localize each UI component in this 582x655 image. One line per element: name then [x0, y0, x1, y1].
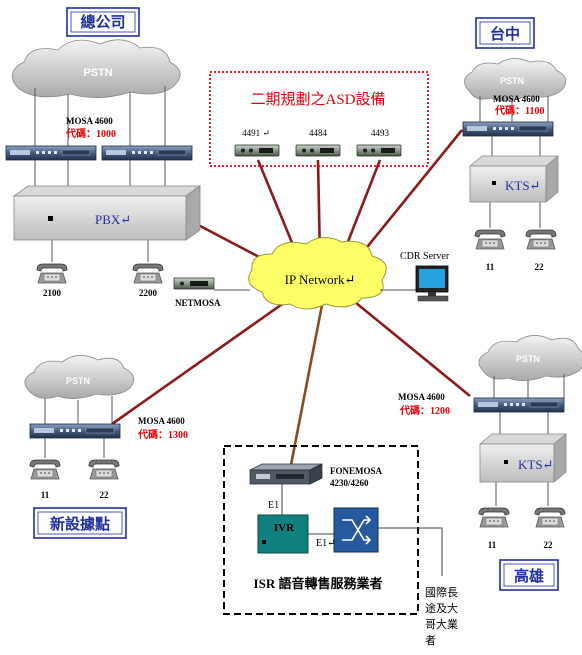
ivr-box: [257, 514, 309, 554]
site-new: PSTN MOSA 4600 代碼：1300 11 22 新設據點: [24, 355, 188, 539]
new-site-ext-1: 11: [41, 490, 50, 500]
link-taichung: [353, 129, 464, 263]
kaohsiung-code-label: 代碼：1200: [399, 404, 450, 417]
kaohsiung-kts-label: KTS↵: [518, 457, 553, 472]
e1-label-ivr: E1↵: [316, 538, 336, 549]
carrier-label-line-2: 途及大: [425, 601, 458, 615]
netmosa: NETMOSA: [173, 277, 250, 308]
taichung-phone-1: [474, 229, 506, 250]
link-kaohsiung: [349, 296, 471, 398]
isr-title: ISR 語音轉售服務業者: [254, 576, 383, 591]
asd-device-4493: [356, 144, 402, 157]
hq-ext-2: 2200: [139, 288, 158, 298]
taichung-pstn-label: PSTN: [500, 76, 524, 86]
asd-unit-3-label: 4493: [371, 128, 390, 138]
carrier-label-line-4: 者: [425, 634, 436, 647]
e1-label-fonemosa: E1: [268, 500, 279, 511]
ip-network-label: IP Network↵: [285, 272, 356, 287]
hq-mosa-label: MOSA 4600: [66, 116, 113, 126]
asd-device-4484: [295, 144, 341, 157]
kaohsiung-pstn-label: PSTN: [516, 354, 540, 364]
new-site-mosa: [29, 423, 121, 439]
taichung-pstn-cloud: PSTN: [464, 58, 567, 101]
kaohsiung-phone-2: [534, 507, 566, 528]
carrier-label: 國際長 途及大 哥大業 者: [425, 586, 458, 647]
hq-mosa-left: [5, 145, 97, 161]
link-isr: [288, 304, 324, 471]
ip-network-cloud: IP Network↵: [248, 237, 387, 310]
fonemosa-label: FONEMOSA: [330, 466, 383, 476]
link-new-site: [111, 298, 289, 426]
hq-code-label: 代碼：1000: [65, 127, 116, 140]
new-site-phone-2: [88, 459, 120, 480]
fonemosa-device: [249, 463, 323, 485]
hq-pstn-cloud: PSTN: [11, 39, 181, 98]
ivr-label: IVR: [274, 522, 295, 534]
asd-title: 二期規劃之ASD設備: [250, 91, 385, 108]
kaohsiung-mosa-label: MOSA 4600: [398, 392, 445, 402]
new-site-pstn-cloud: PSTN: [24, 355, 135, 399]
cdr-server-label: CDR Server: [400, 251, 450, 262]
carrier-label-line-1: 國際長: [425, 586, 458, 599]
hq-pstn-label: PSTN: [83, 67, 112, 79]
new-site-code-label: 代碼：1300: [137, 428, 188, 441]
kaohsiung-title: 高雄: [514, 567, 544, 585]
switch-icon: [333, 507, 379, 553]
asd-unit-1-label: 4491 ↵: [242, 128, 270, 138]
network-links: [111, 129, 471, 426]
asd-dotted-frame: [209, 71, 429, 167]
hq-title: 總公司: [80, 13, 125, 31]
taichung-mosa: [462, 121, 554, 137]
isr-group: FONEMOSA 4230/4260 E1 IVR E1↵ ISR 語音轉售服務…: [223, 445, 443, 615]
asd-unit-2-label: 4484: [309, 128, 328, 138]
kaohsiung-ext-2: 22: [544, 540, 554, 550]
kaohsiung-kts: KTS↵: [478, 433, 568, 483]
taichung-ext-2: 22: [535, 262, 545, 272]
hq-phone-1: [36, 263, 68, 284]
hq-mosa-right: [101, 145, 193, 161]
hq-ext-1: 2100: [43, 288, 62, 298]
site-kaohsiung: PSTN MOSA 4600 代碼：1200 KTS↵ 11 22 高雄: [398, 335, 582, 591]
kaohsiung-phone-1: [478, 507, 510, 528]
carrier-line: [378, 527, 443, 576]
fonemosa-model-label: 4230/4260: [330, 478, 369, 488]
kaohsiung-mosa: [473, 397, 565, 413]
asd-group: 二期規劃之ASD設備 4491 ↵ 4484 4493: [209, 71, 429, 167]
hq-pbx: PBX↵: [12, 185, 202, 241]
taichung-kts: KTS↵: [468, 155, 560, 203]
asd-device-4491: [234, 144, 280, 157]
site-taichung: 台中 PSTN MOSA 4600 代碼：1100 KTS↵ 11 22: [462, 17, 567, 272]
hq-pbx-label: PBX↵: [95, 212, 131, 227]
new-site-title: 新設據點: [50, 515, 110, 533]
kaohsiung-ext-1: 11: [488, 540, 497, 550]
taichung-code-label: 代碼：1100: [494, 104, 544, 117]
taichung-ext-1: 11: [486, 262, 495, 272]
hq-phone-2: [132, 263, 164, 284]
new-site-ext-2: 22: [100, 490, 110, 500]
site-hq: 總公司 PSTN MOSA 4600 代碼：1000 PBX↵ 2100 220…: [5, 7, 202, 298]
taichung-phone-2: [525, 229, 557, 250]
carrier-label-line-3: 哥大業: [425, 617, 458, 631]
isr-dashed-frame: [223, 445, 419, 615]
taichung-mosa-label: MOSA 4600: [493, 94, 540, 104]
kaohsiung-pstn-cloud: PSTN: [478, 335, 582, 381]
new-site-pstn-label: PSTN: [66, 376, 90, 386]
hq-title-box: [66, 7, 140, 37]
cdr-server: CDR Server: [380, 251, 450, 302]
new-site-mosa-label: MOSA 4600: [138, 416, 185, 426]
taichung-title: 台中: [490, 25, 520, 43]
taichung-kts-label: KTS↵: [505, 178, 540, 193]
netmosa-label: NETMOSA: [175, 298, 221, 308]
new-site-phone-1: [29, 459, 61, 480]
